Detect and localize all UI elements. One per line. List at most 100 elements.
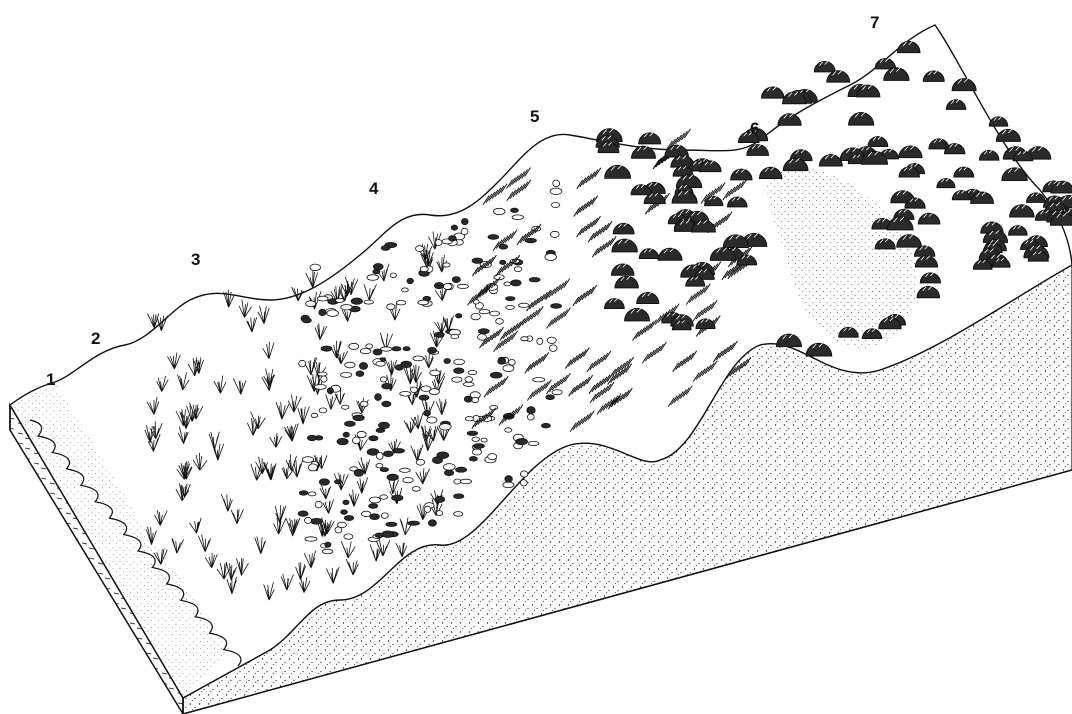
pebble [353, 415, 364, 421]
pebble [490, 311, 500, 316]
pebble [493, 208, 505, 214]
pebble [419, 395, 429, 400]
pebble [345, 362, 355, 368]
pebble [366, 344, 373, 349]
pebble [364, 300, 374, 304]
pebble [319, 408, 327, 413]
zone-label-7: 7 [870, 13, 879, 32]
pebble [338, 522, 347, 527]
pebble [421, 386, 431, 392]
pebble [490, 405, 498, 409]
pebble [373, 264, 383, 270]
tree-crown [814, 61, 835, 71]
pebble [306, 301, 316, 307]
pebble [521, 337, 528, 341]
pebble [511, 280, 521, 286]
pebble [545, 254, 557, 261]
pebble [456, 314, 462, 318]
pebble [435, 496, 445, 502]
pebble [305, 517, 312, 523]
pebble [302, 318, 311, 323]
pebble [302, 457, 313, 463]
pebble [351, 298, 362, 304]
pebble [504, 282, 511, 286]
pebble [503, 482, 514, 488]
pebble [400, 468, 411, 472]
grass-tuft [306, 271, 318, 287]
pebble [392, 495, 403, 501]
pebble [488, 454, 497, 460]
pebble [367, 275, 379, 281]
pebble [500, 260, 506, 264]
pebble [403, 477, 413, 482]
pebble [481, 438, 487, 442]
pebble [387, 474, 398, 480]
pebble [462, 219, 469, 225]
zone-label-4: 4 [369, 179, 379, 198]
pebble [435, 240, 442, 246]
pebble [451, 225, 457, 230]
pebble [514, 267, 522, 272]
pebble [434, 283, 443, 289]
pebble [322, 549, 332, 554]
pebble [529, 278, 540, 282]
pebble [342, 405, 349, 409]
zone-label-2: 2 [91, 329, 100, 348]
pebble [424, 506, 430, 512]
pebble [411, 387, 418, 393]
pebble [520, 471, 527, 477]
pebble [337, 438, 348, 444]
pebble [550, 231, 559, 237]
pebble [518, 303, 529, 307]
pebble [360, 401, 368, 406]
pebble [551, 304, 562, 309]
pebble [454, 368, 464, 374]
pebble [427, 417, 437, 423]
pebble [341, 510, 348, 515]
pebble [471, 313, 480, 319]
pebble [452, 377, 462, 382]
pebble [370, 514, 380, 520]
pebble [341, 372, 352, 377]
pebble [498, 359, 506, 365]
pebble [382, 383, 392, 389]
pebble [319, 309, 326, 315]
pebble [537, 338, 543, 344]
pebble [509, 359, 516, 365]
pebble [465, 417, 473, 421]
pebble [428, 347, 437, 353]
pebble [469, 457, 477, 462]
pebble [321, 376, 327, 382]
pebble [525, 238, 536, 242]
pebble [464, 396, 472, 402]
pebble [416, 459, 425, 465]
pebble [451, 334, 459, 338]
pebble [381, 347, 392, 351]
pebble [553, 180, 560, 187]
pebble [380, 495, 388, 499]
pebble [299, 491, 308, 495]
pebble [307, 435, 316, 440]
pebble [550, 188, 562, 194]
pebble [520, 480, 527, 486]
pebble [433, 457, 443, 464]
pebble [444, 359, 451, 364]
pebble [381, 513, 388, 518]
pebble [461, 228, 468, 234]
pebble [416, 246, 424, 252]
pebble [496, 318, 504, 324]
pebble [516, 439, 528, 445]
pebble [528, 441, 539, 445]
pebble [311, 413, 318, 417]
pebble [552, 390, 562, 395]
pebble [551, 202, 559, 207]
pebble [472, 437, 479, 441]
pebble [376, 452, 383, 459]
pebble [344, 516, 353, 521]
pebble [311, 518, 323, 524]
pebble [360, 349, 371, 354]
tree-crown [827, 71, 850, 82]
pebble [460, 479, 472, 483]
tree-crown [996, 129, 1020, 141]
